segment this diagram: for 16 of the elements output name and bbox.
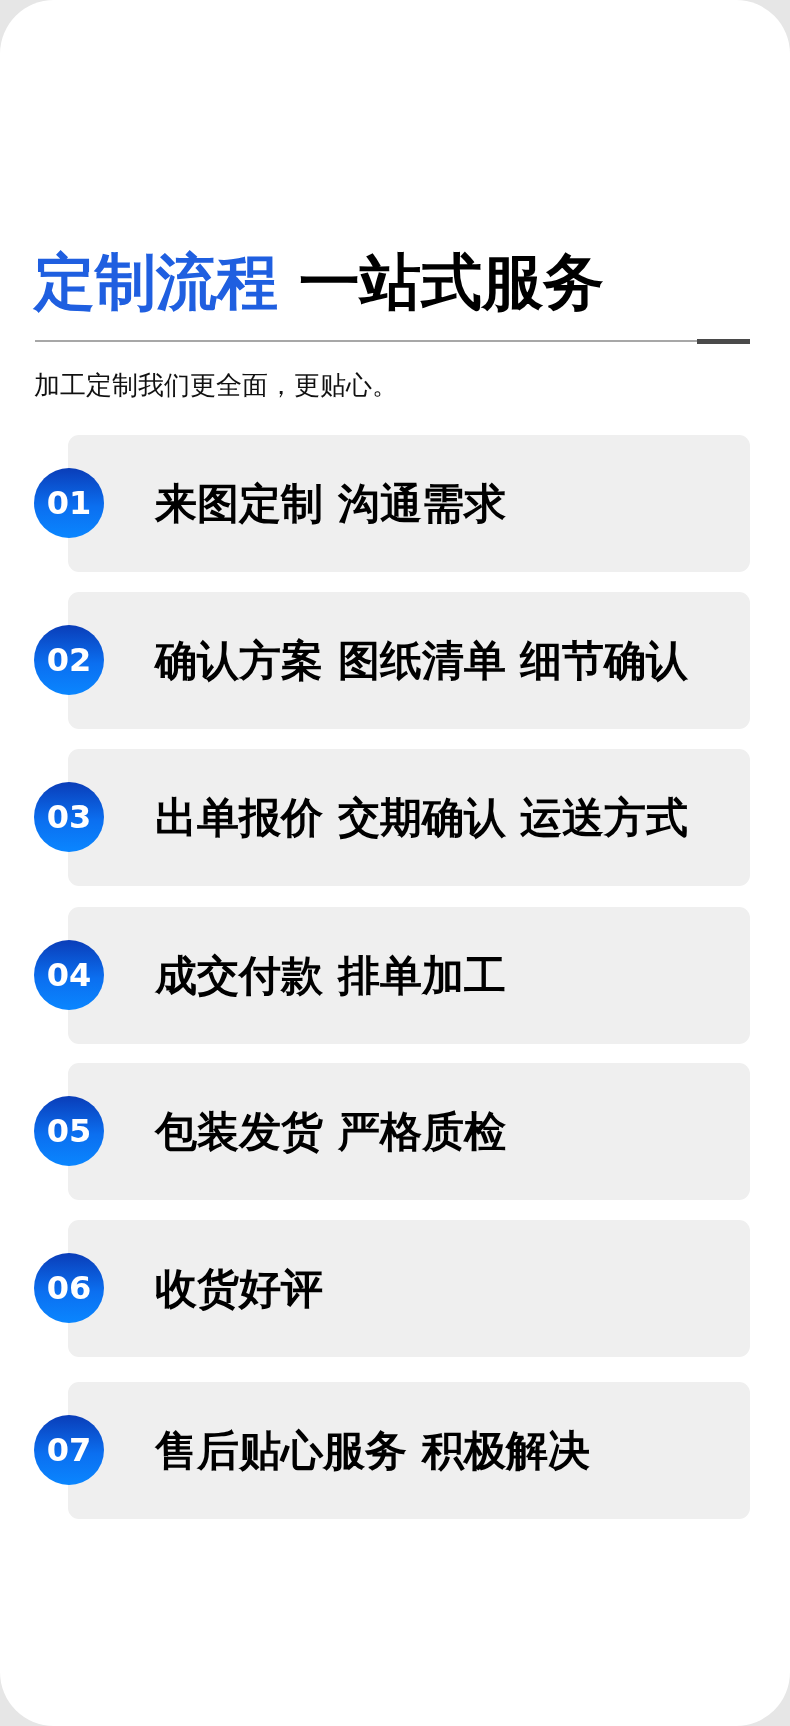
step-label: 售后贴心服务 积极解决: [155, 1424, 590, 1477]
step-label: 确认方案 图纸清单 细节确认: [155, 634, 689, 687]
step-label: 收货好评: [155, 1262, 323, 1315]
step-number-circle: 05: [34, 1096, 104, 1166]
step-number-circle: 04: [34, 940, 104, 1010]
step-number-circle: 07: [34, 1415, 104, 1485]
title: 定制流程 一站式服务: [34, 246, 605, 318]
step-number-circle: 02: [34, 625, 104, 695]
step-label: 来图定制 沟通需求: [155, 477, 506, 530]
step-number-circle: 01: [34, 468, 104, 538]
step-label: 成交付款 排单加工: [155, 949, 506, 1002]
step-label: 包装发货 严格质检: [155, 1105, 506, 1158]
subtitle-text: 加工定制我们更全面，更贴心。: [34, 369, 398, 402]
step-label: 出单报价 交期确认 运送方式: [155, 791, 689, 844]
step-number-circle: 03: [34, 782, 104, 852]
step-number-circle: 06: [34, 1253, 104, 1323]
